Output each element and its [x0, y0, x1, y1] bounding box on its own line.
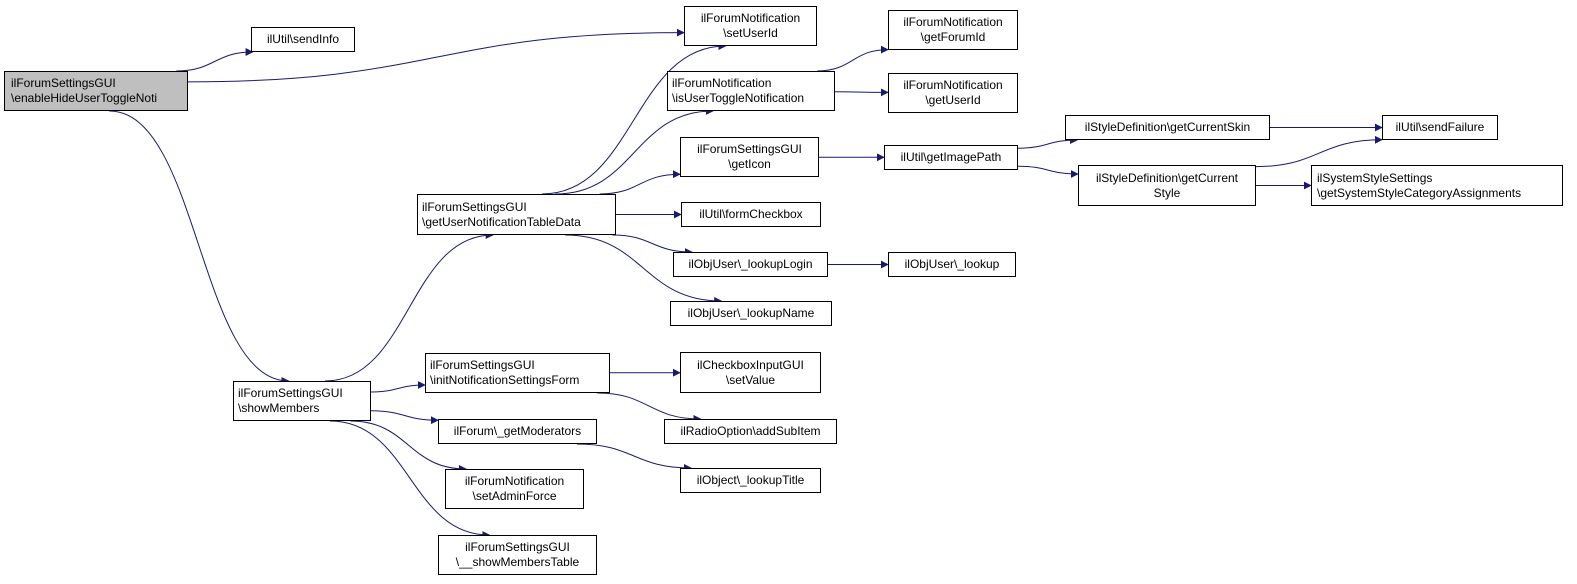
edge-getImagePath-to-getCurrentSkin: [1017, 136, 1079, 149]
edge-showMembers-to-initNSF: [370, 381, 426, 393]
node-label: \isUserToggleNotification: [672, 91, 805, 105]
node-lookupLogin[interactable]: ilObjUser\_lookupLogin: [673, 252, 828, 277]
node-getCurrentStyle[interactable]: ilStyleDefinition\getCurrent Style: [1078, 165, 1256, 206]
edge-getImagePath-to-getCurrentStyle: [1017, 165, 1079, 178]
node-label: \getSystemStyleCategoryAssignments: [1317, 185, 1522, 200]
node-formCheckbox[interactable]: ilUtil\formCheckbox: [681, 202, 821, 227]
node-label: ilForumSettingsGUI: [422, 199, 527, 214]
edge-root-to-setUserId: [187, 28, 685, 83]
node-getCurrentSkin[interactable]: ilStyleDefinition\getCurrentSkin: [1065, 115, 1270, 140]
node-label: ilStyleDefinition\getCurrent: [1095, 170, 1239, 185]
node-label: ilObjUser\_lookup: [904, 257, 1000, 271]
node-label: ilForumSettingsGUI: [465, 540, 570, 554]
edge-showMembers-to-getUNTD: [324, 231, 494, 382]
node-getForumId[interactable]: ilForumNotification \getForumId: [888, 10, 1018, 50]
node-label: ilForumNotification: [903, 15, 1003, 29]
node-label: \initNotificationSettingsForm: [430, 373, 580, 387]
node-label: \enableHideUserToggleNoti: [11, 91, 158, 105]
node-label: ilStyleDefinition\getCurrentSkin: [1084, 120, 1251, 134]
edge-isUserToggle-to-getForumId: [817, 45, 889, 72]
edge-getUNTD-to-isUserToggle: [555, 107, 714, 195]
edge-getCurrentStyle-to-sendFailure: [1255, 135, 1383, 168]
edge-initNSF-to-addSubItem: [597, 392, 702, 423]
edge-getUNTD-to-lookupLogin: [612, 234, 693, 256]
node-label: ilForumNotification: [464, 474, 565, 488]
node-label: \setUserId: [723, 26, 778, 40]
edge-isUserToggle-to-getUserId: [834, 88, 889, 97]
node-showMembersTable[interactable]: ilForumSettingsGUI \__showMembersTable: [438, 535, 597, 575]
node-getUserNotificationTableData[interactable]: ilForumSettingsGUI \getUserNotificationT…: [417, 194, 616, 235]
edge-showMembers-to-getModerators: [370, 410, 439, 425]
node-setUserId[interactable]: ilForumNotification \setUserId: [684, 6, 817, 46]
node-getSystemStyleCategoryAssignments[interactable]: ilSystemStyleSettings \getSystemStyleCat…: [1311, 165, 1563, 206]
node-label: ilForumNotification: [672, 76, 772, 90]
node-label: \__showMembersTable: [455, 555, 580, 569]
node-label: ilForumNotification: [700, 11, 801, 25]
node-isUserToggleNotification[interactable]: ilForumNotification \isUserToggleNotific…: [667, 71, 835, 111]
node-label: ilForum\_getModerators: [453, 424, 582, 438]
node-label: ilRadioOption\addSubItem: [680, 424, 821, 438]
node-initNotificationSettingsForm[interactable]: ilForumSettingsGUI \initNotificationSett…: [425, 353, 610, 393]
node-label: ilForumSettingsGUI: [11, 76, 116, 90]
node-showMembers[interactable]: ilForumSettingsGUI \showMembers: [233, 381, 371, 421]
node-label: \setValue: [725, 372, 776, 387]
edge-getModerators-to-lookupTitle: [576, 443, 692, 472]
node-getUserId[interactable]: ilForumNotification \getUserId: [888, 73, 1018, 113]
node-label: \showMembers: [238, 401, 320, 415]
node-label: \getIcon: [728, 157, 771, 171]
node-setValue[interactable]: ilCheckboxInputGUI \setValue: [680, 352, 821, 393]
edge-getUNTD-to-setUserId: [541, 42, 727, 195]
edge-root-to-showMembers: [109, 110, 290, 385]
node-setAdminForce[interactable]: ilForumNotification \setAdminForce: [445, 469, 584, 509]
node-label: ilForumSettingsGUI: [697, 142, 802, 156]
node-label: ilUtil\sendInfo: [266, 32, 340, 46]
node-label: \getForumId: [920, 30, 986, 44]
node-label: \getUserNotificationTableData: [422, 214, 581, 229]
node-label: \setAdminForce: [472, 489, 557, 503]
node-getImagePath[interactable]: ilUtil\getImagePath: [884, 145, 1018, 170]
edges: [109, 28, 1383, 539]
node-getModerators[interactable]: ilForum\_getModerators: [438, 419, 597, 444]
node-label: ilCheckboxInputGUI: [697, 357, 804, 372]
node-sendFailure[interactable]: ilUtil\sendFailure: [1382, 115, 1498, 140]
node-label: ilUtil\sendFailure: [1395, 120, 1485, 134]
node-getIcon[interactable]: ilForumSettingsGUI \getIcon: [680, 137, 819, 177]
edge-root-to-sendInfo: [176, 48, 254, 72]
node-label: ilObjUser\_lookupName: [687, 306, 815, 320]
node-label: ilObject\_lookupTitle: [696, 473, 805, 487]
node-lookupName[interactable]: ilObjUser\_lookupName: [670, 301, 832, 326]
edge-getUNTD-to-getIcon: [599, 170, 681, 195]
node-label: ilForumSettingsGUI: [238, 386, 343, 400]
node-label: ilUtil\getImagePath: [900, 150, 1002, 164]
node-label: ilForumSettingsGUI: [430, 358, 535, 372]
node-label: ilUtil\formCheckbox: [699, 207, 803, 221]
edge-getUNTD-to-lookupName: [565, 234, 723, 305]
node-label: \getUserId: [925, 93, 981, 107]
node-label: Style: [1153, 185, 1181, 200]
node-lookupTitle[interactable]: ilObject\_lookupTitle: [680, 468, 821, 493]
node-label: ilObjUser\_lookupLogin: [688, 257, 813, 271]
node-sendInfo[interactable]: ilUtil\sendInfo: [251, 27, 355, 52]
edge-showMembers-to-showMembersTable: [329, 420, 491, 539]
node-label: ilSystemStyleSettings: [1317, 170, 1433, 185]
edge-showMembers-to-setAdminForce: [350, 420, 467, 473]
node-lookup[interactable]: ilObjUser\_lookup: [888, 252, 1016, 277]
node-root-enableHideUserToggleNoti: ilForumSettingsGUI \enableHideUserToggle…: [4, 71, 188, 111]
node-label: ilForumNotification: [903, 78, 1003, 92]
node-addSubItem[interactable]: ilRadioOption\addSubItem: [664, 419, 837, 444]
